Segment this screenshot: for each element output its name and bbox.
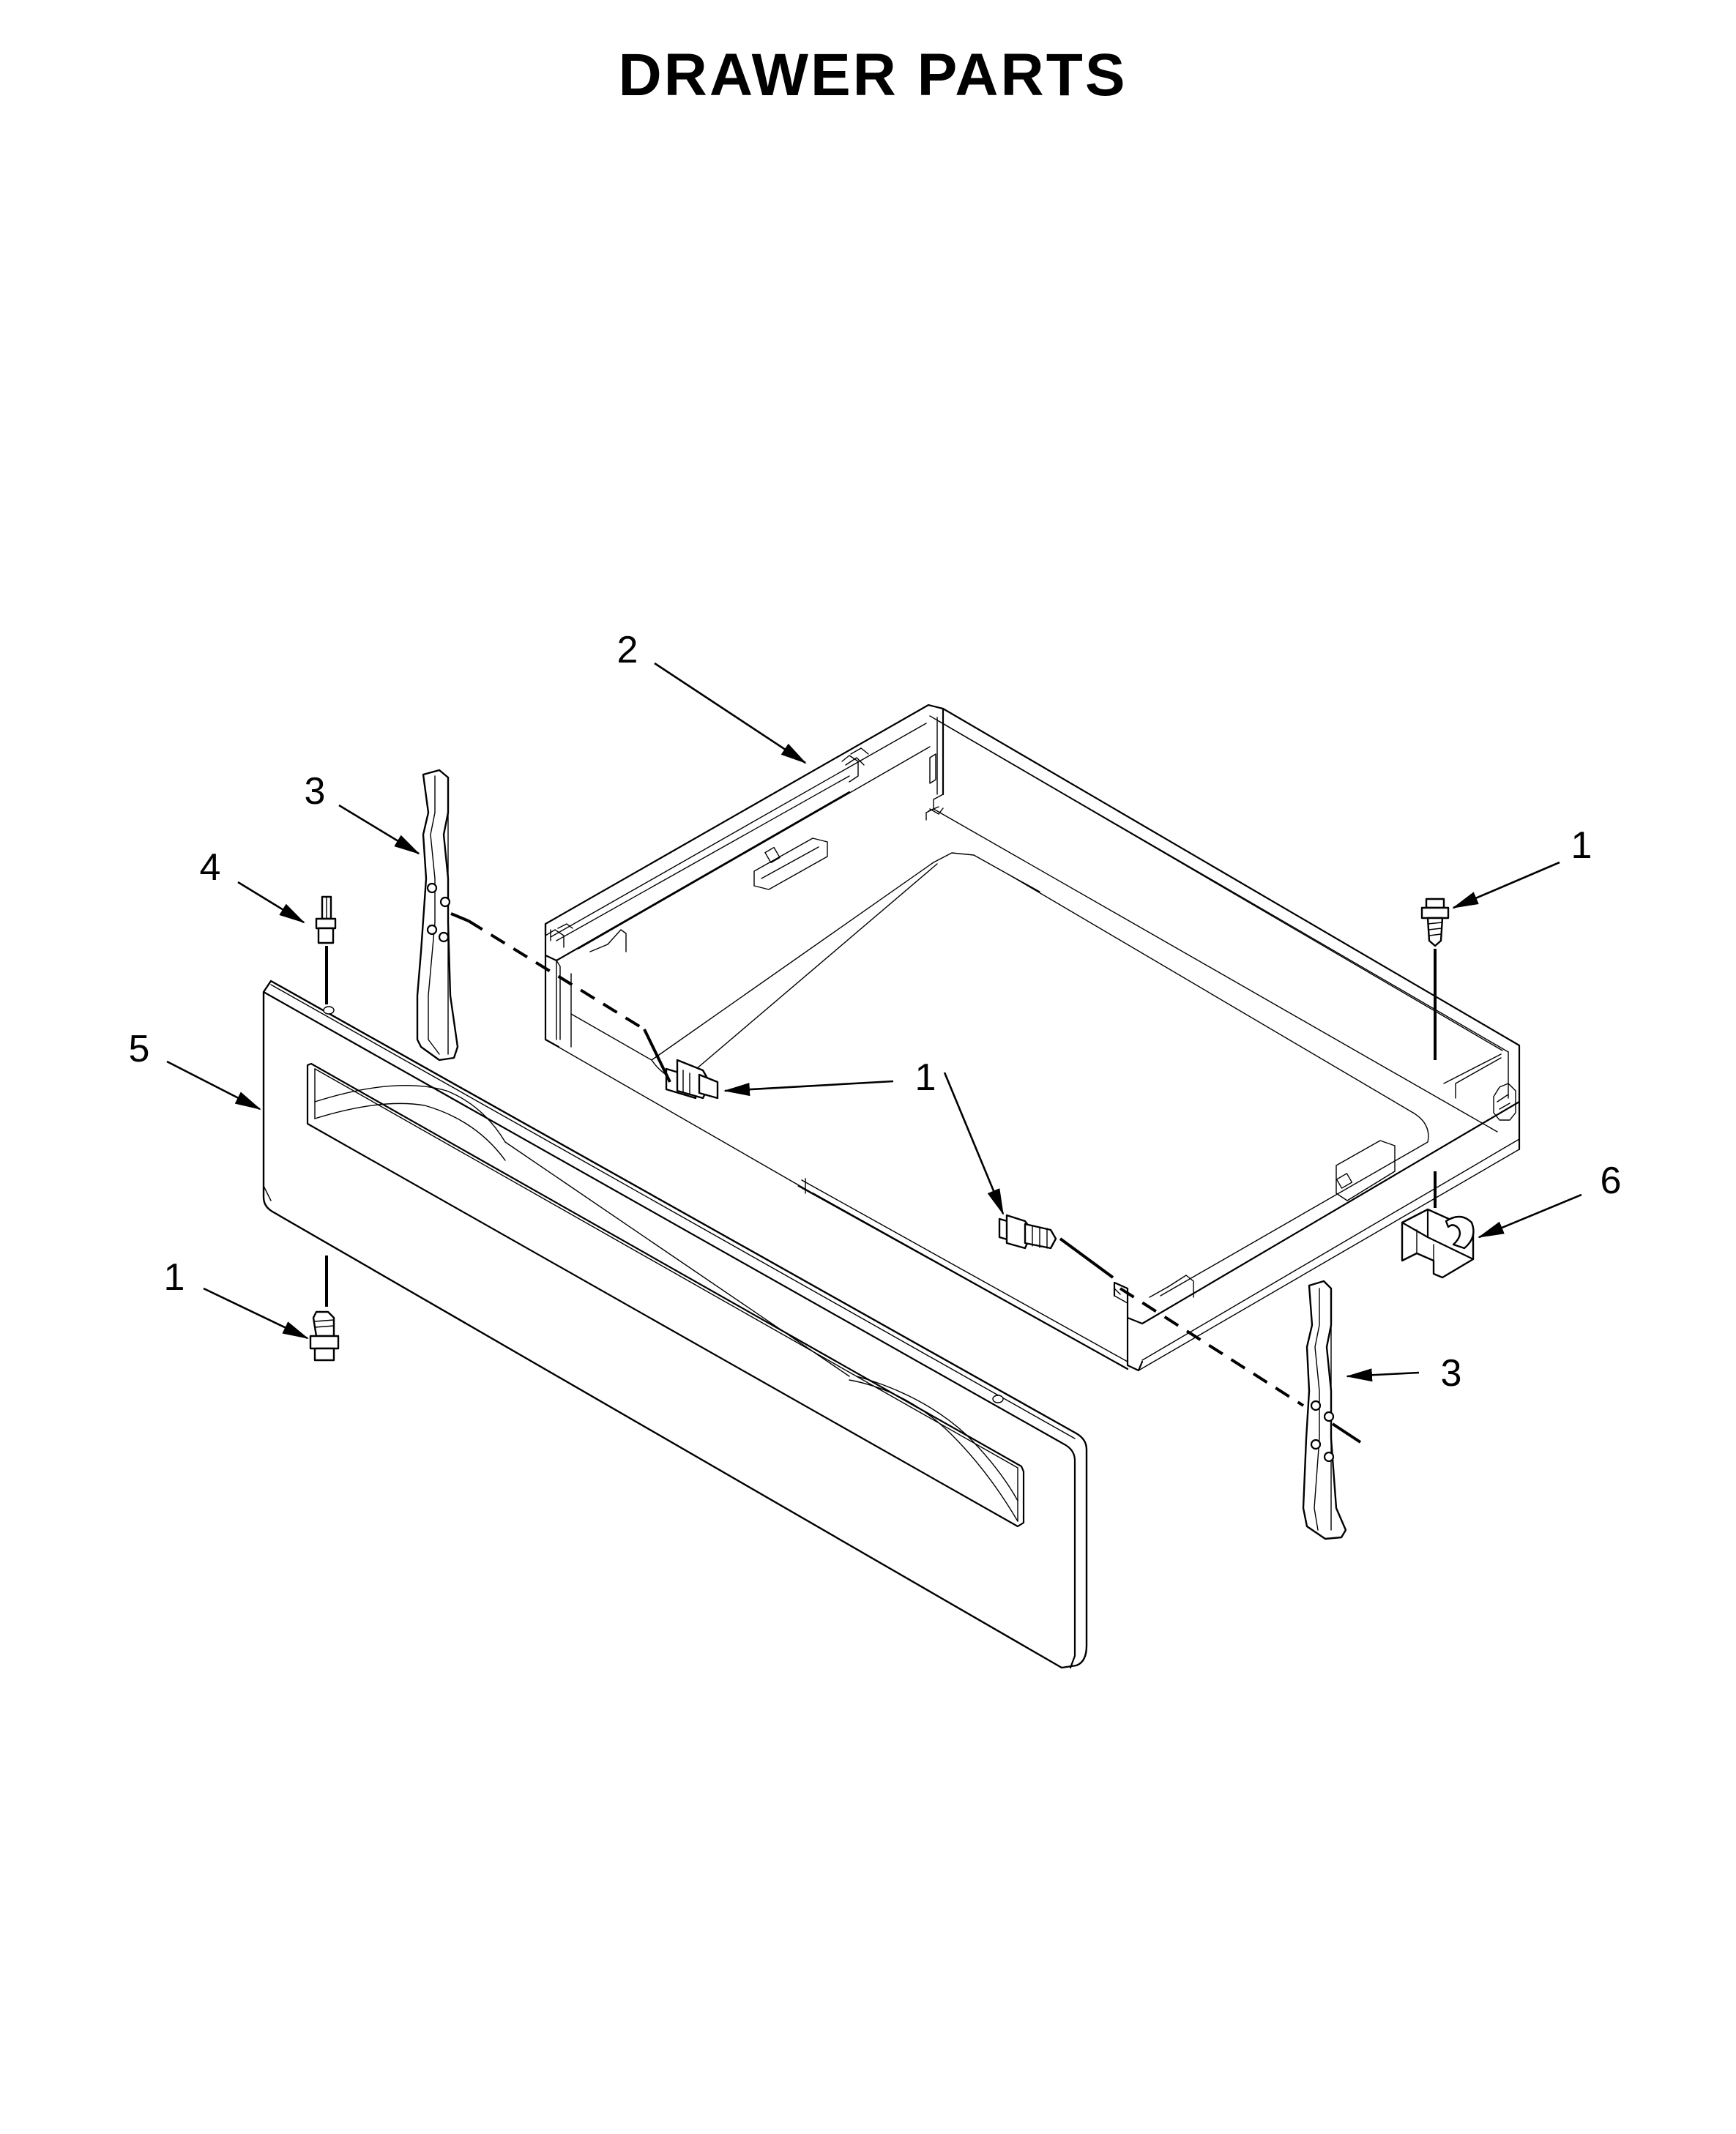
left-bracket [416,769,459,1062]
callout-5-label: 5 [129,1028,150,1070]
screw-center-icon [665,1059,719,1100]
callout-3-left-label: 3 [305,770,326,813]
callout-1-right-label: 1 [1571,824,1592,867]
screw-bottom-icon [309,1310,340,1362]
assembly-lines [325,912,1437,1444]
pin-icon [315,895,337,944]
callout-leaders [166,662,1582,1382]
drawer-front-panel [262,980,1088,1669]
right-bracket [1302,1280,1347,1540]
callout-1-bottom-label: 1 [164,1256,185,1299]
callout-3-right-label: 3 [1441,1352,1462,1395]
clip-icon [1401,1208,1475,1279]
callout-6-label: 6 [1601,1160,1622,1202]
callout-4-label: 4 [200,846,221,889]
screw-right-icon [1420,898,1450,947]
callout-1-center-label: 1 [915,1056,936,1099]
diagram-title: DRAWER PARTS [618,42,1127,108]
screw-mid-icon [998,1214,1057,1250]
callout-2-label: 2 [617,629,638,671]
